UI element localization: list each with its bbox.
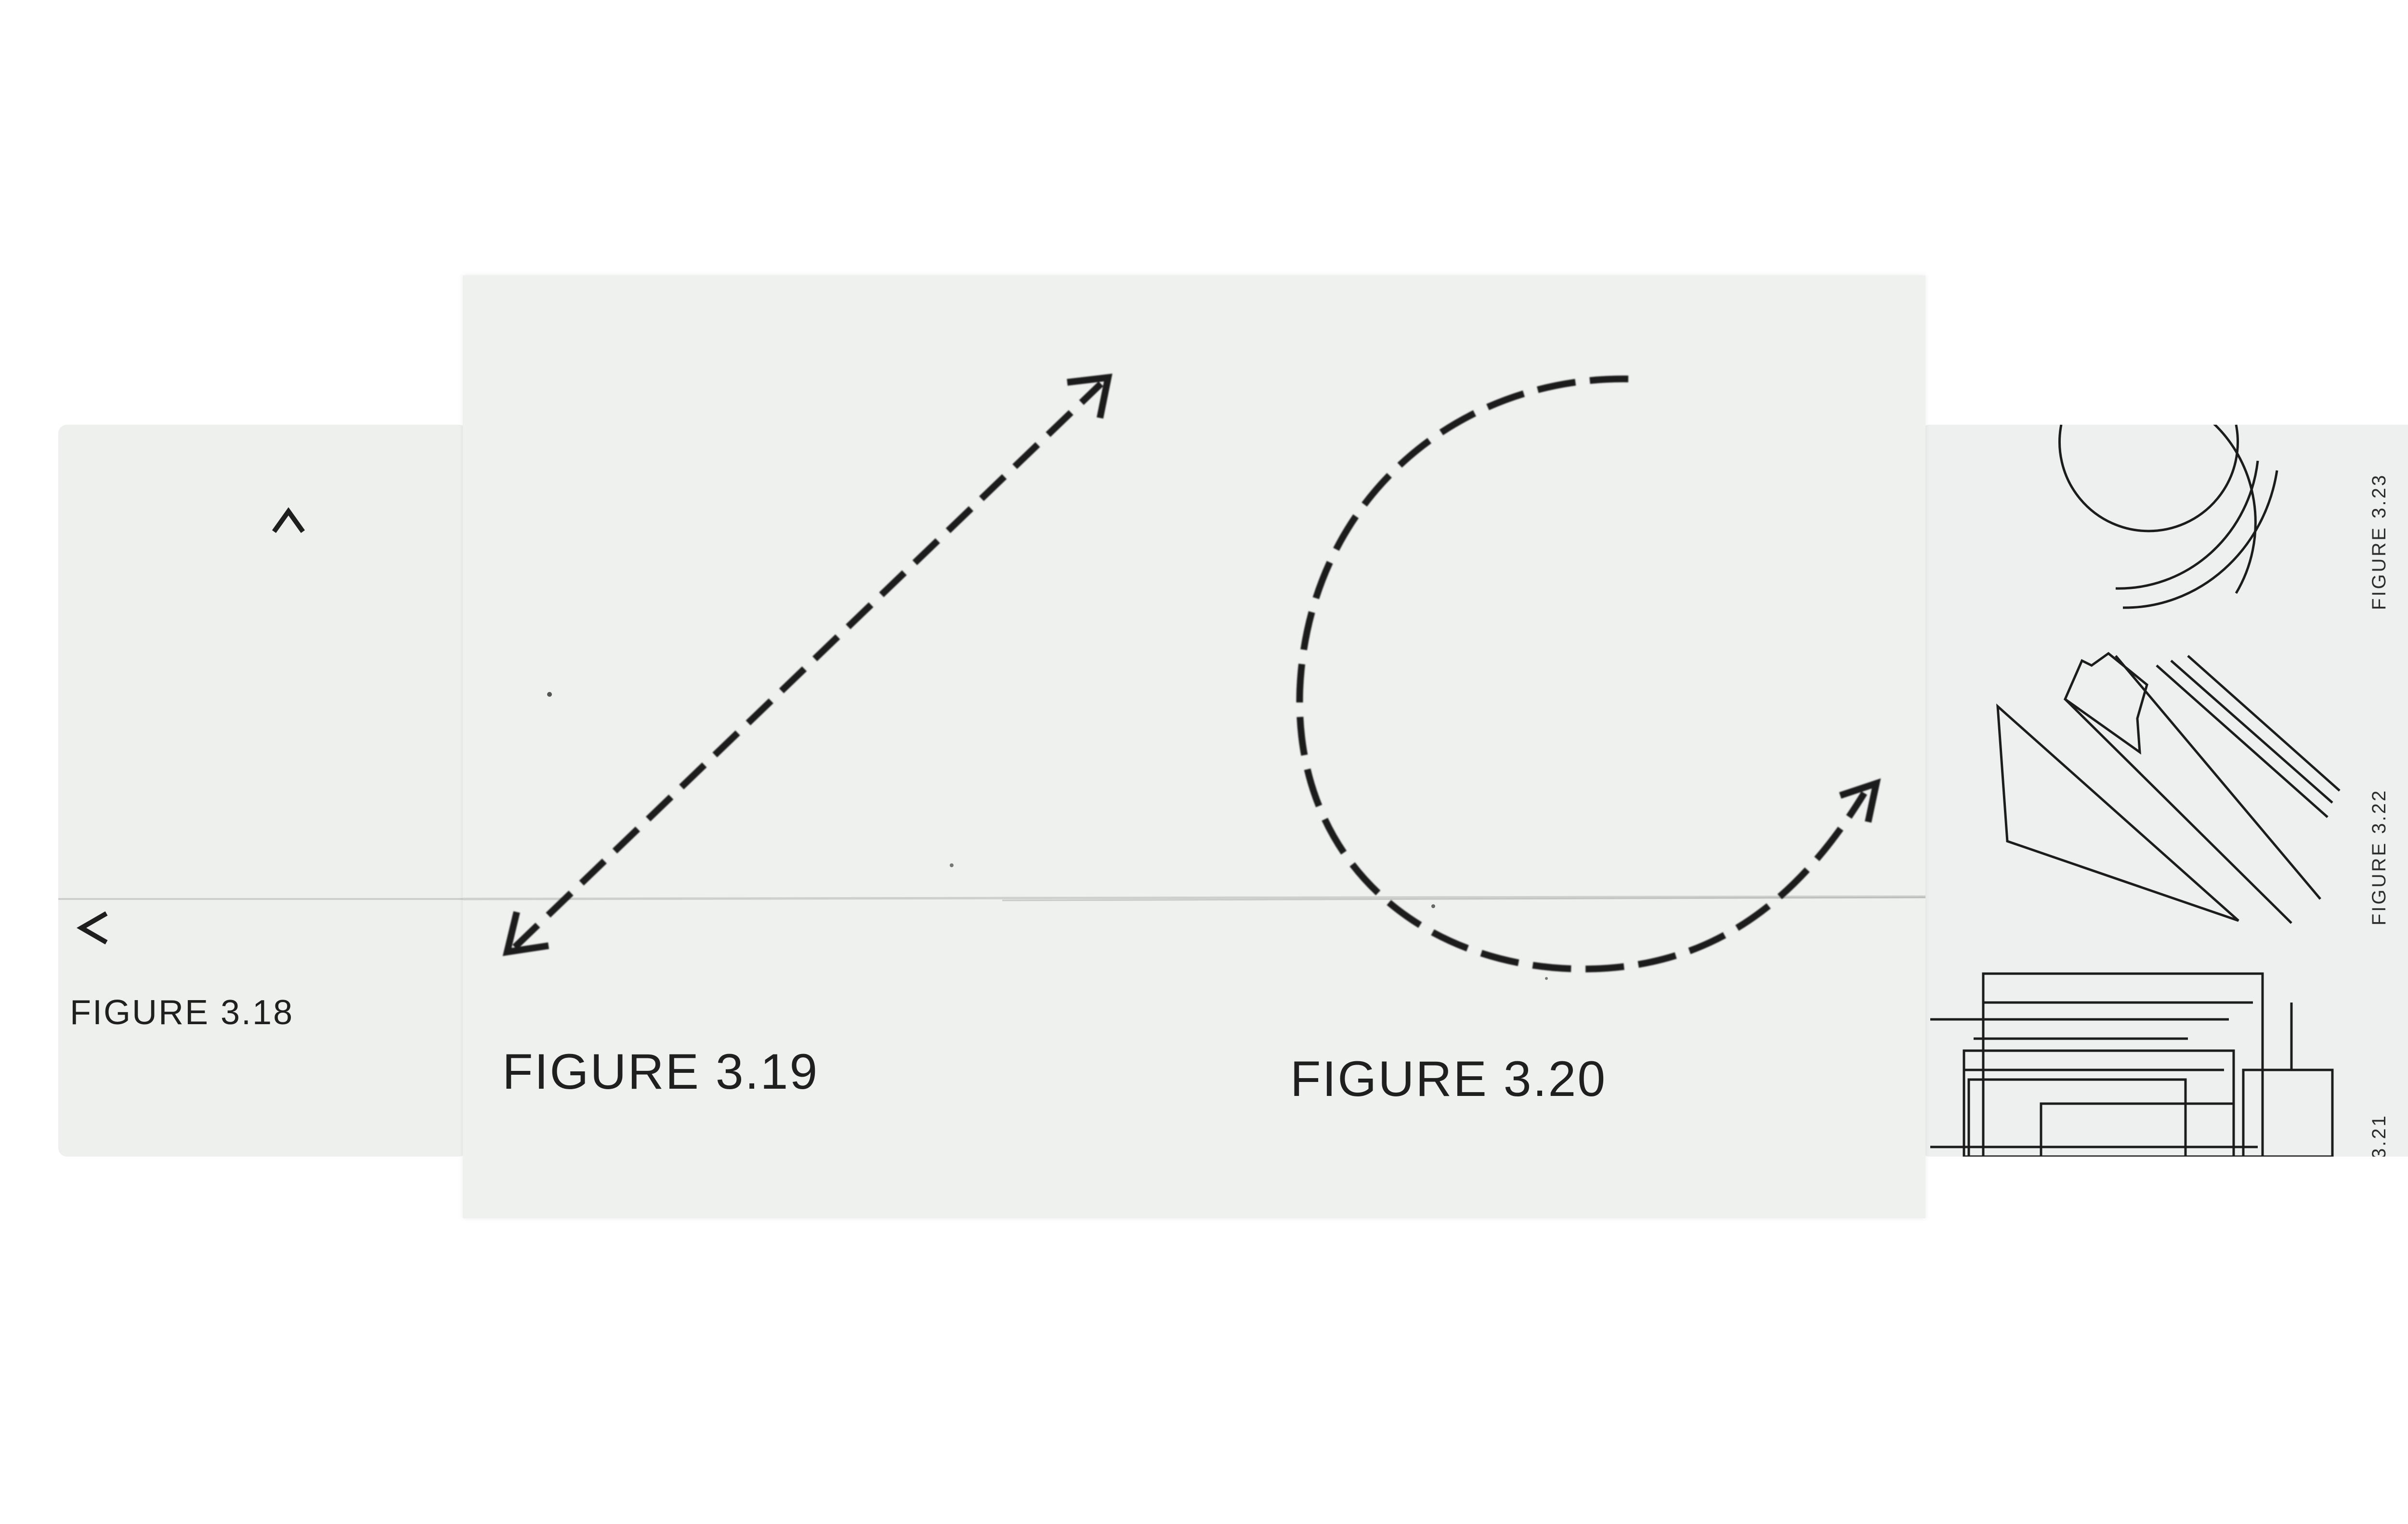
circle-arcs-drawing	[2058, 425, 2278, 609]
curved-dashed-arrow	[1296, 375, 1881, 973]
perpendicular-dashed-arrows-drawing	[58, 507, 468, 945]
stacked-rectangles-drawing	[1930, 972, 2334, 1157]
carousel-card-next[interactable]: FIGURE 3.23 FIGURE 3.22 3.21	[1921, 425, 2408, 1157]
figure-caption-3-23: FIGURE 3.23	[2369, 473, 2390, 610]
figure-caption-3-20: FIGURE 3.20	[1290, 1051, 1607, 1107]
diagonal-double-arrow	[502, 373, 1112, 956]
carousel-card-previous[interactable]: FIGURE 3.18	[58, 425, 468, 1157]
slanted-shapes-drawing	[1996, 651, 2341, 924]
geometric-line-drawings	[1930, 425, 2341, 1157]
carousel-card-current[interactable]: FIGURE 3.19 FIGURE 3.20	[463, 275, 1925, 1218]
figure-caption-3-18: FIGURE 3.18	[70, 993, 294, 1032]
figure-caption-3-21: 3.21	[2369, 1114, 2390, 1157]
figure-caption-3-19: FIGURE 3.19	[502, 1044, 819, 1100]
dashed-arrows-drawing	[463, 373, 1925, 980]
figure-caption-3-22: FIGURE 3.22	[2369, 788, 2390, 925]
